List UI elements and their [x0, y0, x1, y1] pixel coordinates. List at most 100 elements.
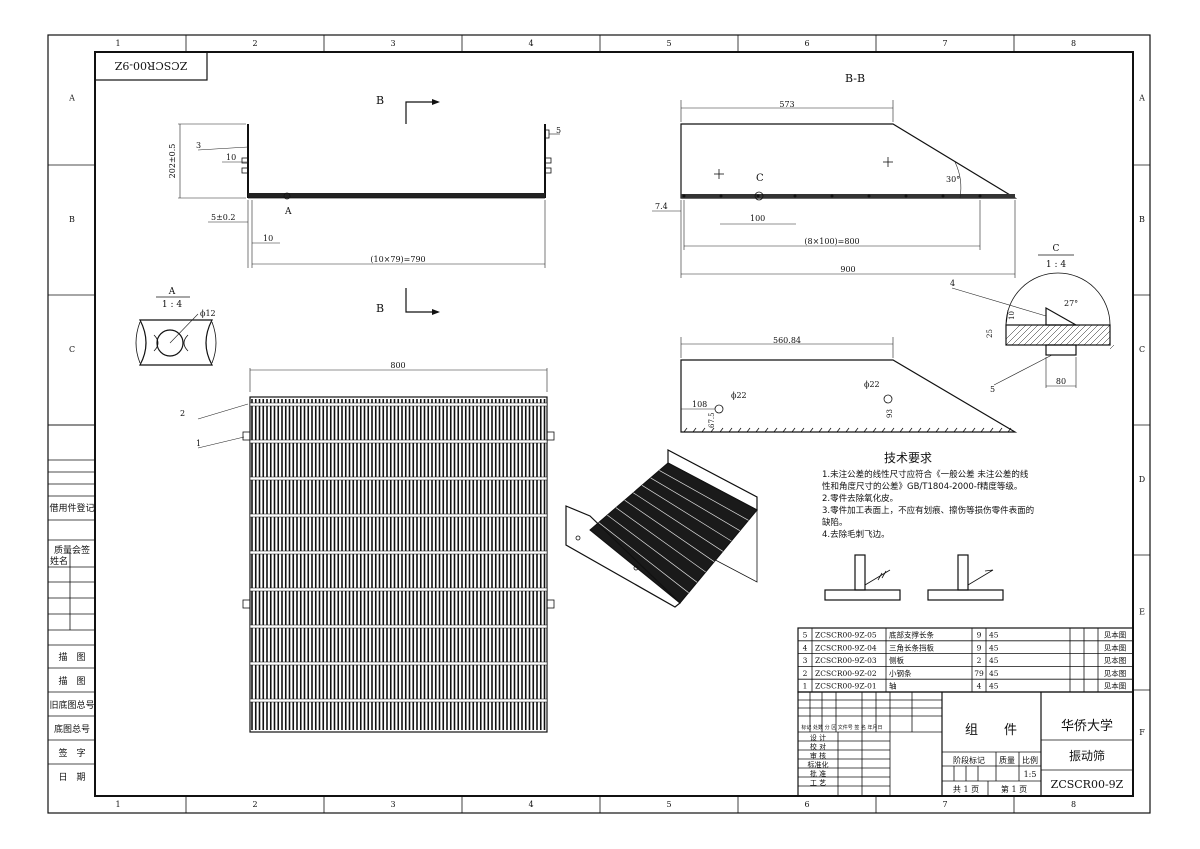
dim-c-angle: 27°: [1064, 299, 1078, 308]
column-label: 2: [252, 800, 257, 809]
callout-1: 1: [196, 439, 201, 448]
bom-qty: 2: [977, 656, 982, 665]
outer-frame: [47, 34, 1151, 814]
dim-span: (10×79)=790: [370, 255, 425, 264]
bom-name: 侧板: [889, 655, 904, 665]
bom-code: ZCSCR00-9Z-01: [815, 682, 877, 691]
callout-5: 5: [556, 126, 561, 135]
bom-note: 见本图: [1104, 655, 1127, 665]
tech-requirements: 技术要求 1.未注公差的线性尺寸应符合《一般公差 未注公差的线 性和角度尺寸的公…: [822, 451, 1034, 540]
callout-2: 2: [180, 409, 185, 418]
bom-material: 45: [989, 656, 999, 665]
detail-c-scale: 1 : 4: [1046, 260, 1066, 270]
row-label: B: [69, 215, 75, 224]
title-block: 组 件 华侨大学 振动筛 阶段标记 质量 比例 1:5 共 1 页 第 1 页 …: [797, 691, 1134, 797]
bom-name: 小钢条: [889, 668, 912, 678]
column-label: 6: [804, 800, 809, 809]
section-mark-b-bottom: B: [376, 302, 384, 315]
tb-company: 华侨大学: [1061, 718, 1113, 734]
column-label: 7: [942, 39, 947, 48]
callout-5-detail: 5: [990, 385, 995, 394]
side-view: 560.84 108 ϕ22 ϕ22 67.5 93: [680, 336, 1018, 433]
tb-part-type: 组 件: [965, 723, 1017, 738]
detail-a-title: A: [168, 287, 176, 297]
left-strip-label: 日 期: [58, 772, 85, 783]
tb-role: 批 准: [810, 769, 826, 778]
tb-header-row: 标记 处数 分 区 文件号 签 名 年月日: [801, 724, 882, 731]
column-label: 7: [942, 800, 947, 809]
tb-scale: 1:5: [1024, 770, 1037, 779]
callout-3: 3: [196, 141, 201, 150]
dim-c-d2: 25: [986, 329, 994, 338]
detail-c-title: C: [1053, 244, 1060, 254]
tech-line: 4.去除毛刺飞边。: [822, 529, 890, 540]
tb-sheet-no: 第 1 页: [1001, 784, 1027, 794]
dim-height: 202±0.5: [168, 144, 177, 179]
dim-side-h2: 93: [886, 409, 894, 418]
bom-code: ZCSCR00-9Z-04: [815, 643, 877, 652]
dim-gap: 10: [263, 234, 273, 243]
tb-sheet-total: 共 1 页: [953, 785, 979, 794]
bom-no: 3: [803, 656, 808, 665]
inner-frame: [94, 51, 1134, 797]
dim-flange: 10: [226, 153, 236, 162]
bom-qty: 9: [977, 631, 982, 640]
detail-a-dia: ϕ12: [200, 309, 216, 318]
column-label: 5: [666, 39, 671, 48]
left-strip-label: 质量会签: [54, 544, 90, 556]
column-label: 8: [1071, 39, 1076, 48]
bom-no: 4: [803, 643, 808, 652]
tb-role: 标准化: [808, 760, 829, 769]
dim-section-angle: 30°: [946, 175, 960, 184]
bom-qty: 79: [974, 669, 984, 678]
row-label: D: [1139, 475, 1145, 484]
bom-no: 2: [803, 669, 808, 678]
tech-line: 1.未注公差的线性尺寸应符合《一般公差 未注公差的线: [822, 469, 1029, 480]
bom-note: 见本图: [1104, 681, 1127, 691]
bom-name: 底部支撑长条: [889, 630, 934, 640]
dim-offset: 5±0.2: [211, 213, 236, 222]
dim-side-top: 560.84: [773, 336, 801, 345]
left-strip: 借用件登记 质量会签 姓名 描 图 描 图 旧底图总号 底图总号 签 字 日 期: [48, 424, 95, 783]
section-bb-title: B-B: [845, 72, 865, 85]
bom-code: ZCSCR00-9Z-05: [815, 631, 877, 640]
column-label: 1: [115, 39, 120, 48]
tb-mass: 质量: [999, 755, 1015, 765]
bom-qty: 9: [977, 643, 982, 652]
column-label: 4: [528, 800, 533, 809]
bom-note: 见本图: [1104, 668, 1127, 678]
row-label: C: [69, 345, 75, 354]
tb-code: ZCSCR00-9Z: [1051, 778, 1124, 791]
detail-a-marker: A: [284, 207, 292, 217]
dim-section-top: 573: [779, 100, 794, 109]
bom-name: 轴: [889, 681, 897, 691]
tech-line: 性和角度尺寸的公差》GB/T1804-2000-f精度等级。: [822, 481, 1022, 492]
bom-material: 45: [989, 682, 999, 691]
dim-side-dia2: ϕ22: [864, 380, 880, 389]
column-label: 1: [115, 800, 120, 809]
left-strip-label: 描 图: [58, 651, 85, 663]
column-label: 4: [528, 39, 533, 48]
bom-no: 1: [803, 682, 808, 691]
tech-line: 2.零件去除氧化皮。: [822, 493, 898, 504]
tb-role: 校 对: [810, 742, 826, 751]
column-label: 2: [252, 39, 257, 48]
row-label: A: [68, 94, 75, 103]
column-label: 6: [804, 39, 809, 48]
plan-view: 800 2 1: [180, 361, 555, 733]
bom-table: 5 ZCSCR00-9Z-05 底部支撑长条 9 45 见本图 4 ZCSCR00-9Z-04…: [797, 627, 1134, 693]
tb-ratio: 比例: [1022, 755, 1038, 765]
dim-pitch: 100: [750, 214, 765, 223]
mirrored-drawing-number: ZCSCR00-9Z: [114, 59, 187, 72]
row-label: C: [1139, 345, 1145, 354]
row-label: A: [1138, 94, 1145, 103]
row-label: F: [1139, 728, 1145, 737]
tech-line: 缺陷。: [822, 517, 848, 528]
dim-section-total: 900: [840, 265, 855, 274]
bom-no: 5: [803, 631, 808, 640]
left-strip-label: 借用件登记: [49, 502, 94, 514]
tech-title: 技术要求: [884, 451, 932, 465]
